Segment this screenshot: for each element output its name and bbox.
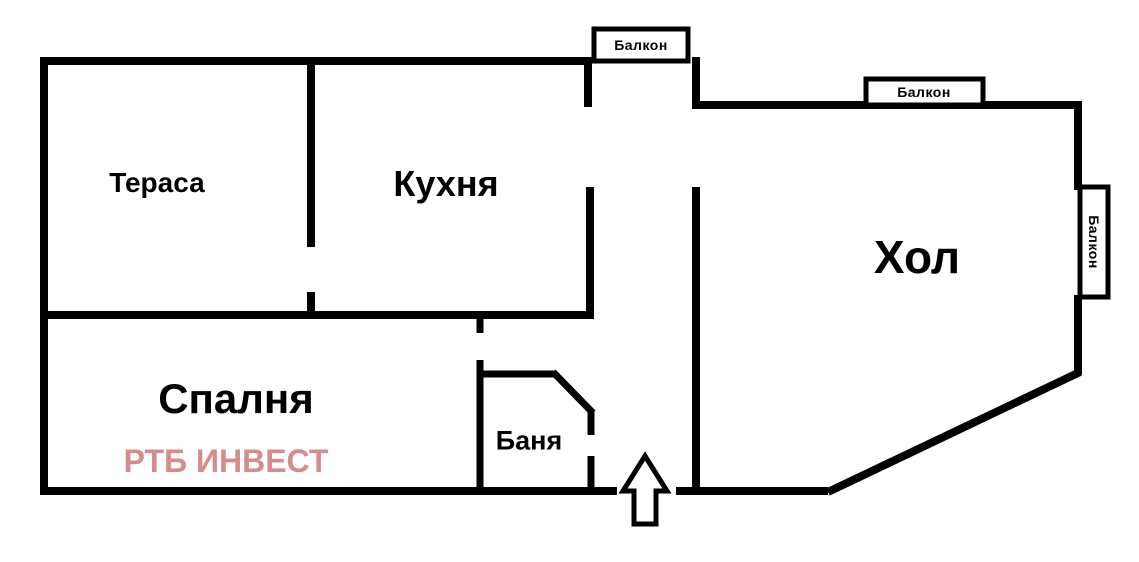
room-label-bedroom: Спалня bbox=[158, 375, 314, 422]
room-label-bathroom: Баня bbox=[495, 425, 563, 456]
room-label-terrace: Тераса bbox=[109, 167, 205, 198]
balcony-upper-right-box bbox=[863, 76, 986, 108]
watermark-text: РТБ ИНВЕСТ bbox=[123, 443, 329, 479]
room-label-kitchen: Кухня bbox=[393, 163, 499, 204]
balcony-label-upper-right: Балкон bbox=[897, 84, 951, 100]
balcony-top-box bbox=[591, 26, 691, 64]
wall-hall-diagonal bbox=[826, 368, 1082, 496]
wall-bathroom-diagonal bbox=[550, 369, 596, 416]
balcony-right-box bbox=[1077, 184, 1111, 300]
balcony-boxes bbox=[591, 26, 1111, 300]
balcony-label-top: Балкон bbox=[614, 37, 668, 53]
balcony-label-right: Балкон bbox=[1086, 215, 1102, 269]
entrance-arrow-icon bbox=[618, 451, 672, 527]
room-label-hall: Хол bbox=[873, 231, 961, 283]
bathroom-walls bbox=[476, 315, 596, 495]
